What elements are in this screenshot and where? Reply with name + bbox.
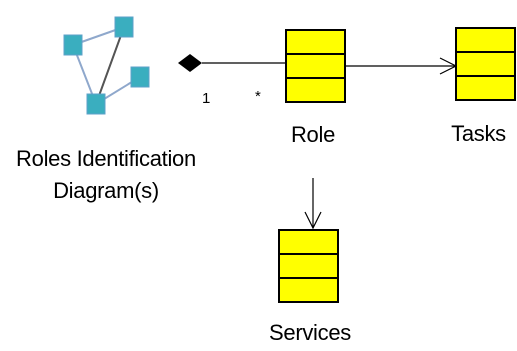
composition-diamond bbox=[178, 54, 202, 72]
role-label: Role bbox=[290, 122, 336, 147]
role-class-box bbox=[285, 29, 346, 103]
services-label: Services bbox=[269, 320, 351, 345]
composition-association bbox=[178, 54, 286, 72]
role-to-services-arrow bbox=[304, 178, 322, 230]
network-diagram-icon bbox=[63, 16, 150, 115]
tasks-class-box bbox=[455, 27, 516, 101]
source-multiplicity: 1 bbox=[202, 90, 211, 107]
source-node-label-line1: Roles Identification bbox=[16, 146, 196, 171]
role-to-tasks-arrow bbox=[345, 57, 458, 75]
tasks-label: Tasks bbox=[451, 121, 506, 146]
source-node-label-line2: Diagram(s) bbox=[53, 178, 159, 203]
target-multiplicity: * bbox=[255, 88, 261, 105]
services-class-box bbox=[278, 229, 339, 303]
